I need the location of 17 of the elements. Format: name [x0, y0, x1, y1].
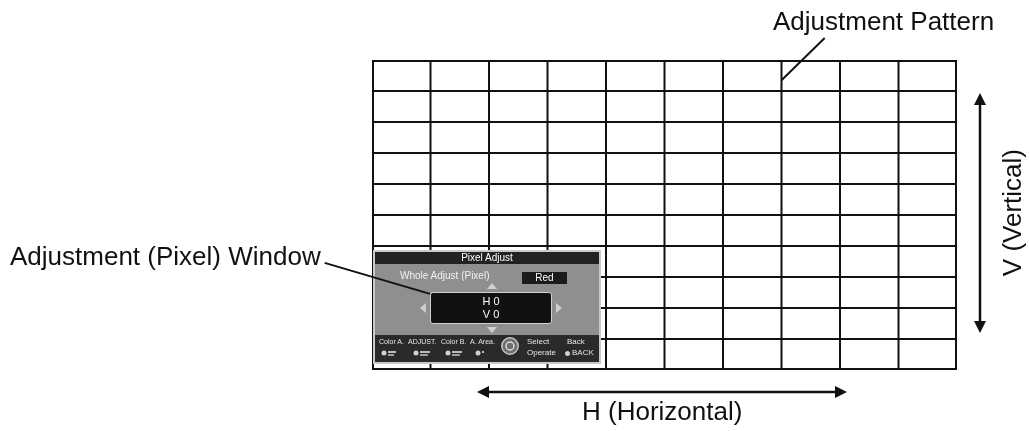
callout-label: Adjustment Pattern: [773, 6, 995, 36]
key-hint: Select: [527, 337, 550, 347]
direction-label: V (Vertical): [997, 149, 1027, 277]
value-display: H 0 V 0: [430, 292, 552, 324]
leader-line: [323, 261, 431, 295]
key-hint: BACK: [572, 348, 594, 358]
leader-line: [780, 37, 826, 82]
direction-label: H (Horizontal): [582, 396, 743, 426]
callout-label: Adjustment (Pixel) Window: [10, 241, 321, 271]
test-pattern-grid: [372, 60, 957, 370]
key-hint: Back: [567, 337, 585, 347]
setting-label: Whole Adjust (Pixel): [400, 270, 490, 281]
key-guide-bar: [375, 335, 599, 362]
value-field: Red: [522, 272, 567, 284]
menu-window: [373, 250, 601, 364]
key-hint: Operate: [527, 348, 556, 358]
window-title-bar: Pixel Adjust: [375, 252, 599, 264]
